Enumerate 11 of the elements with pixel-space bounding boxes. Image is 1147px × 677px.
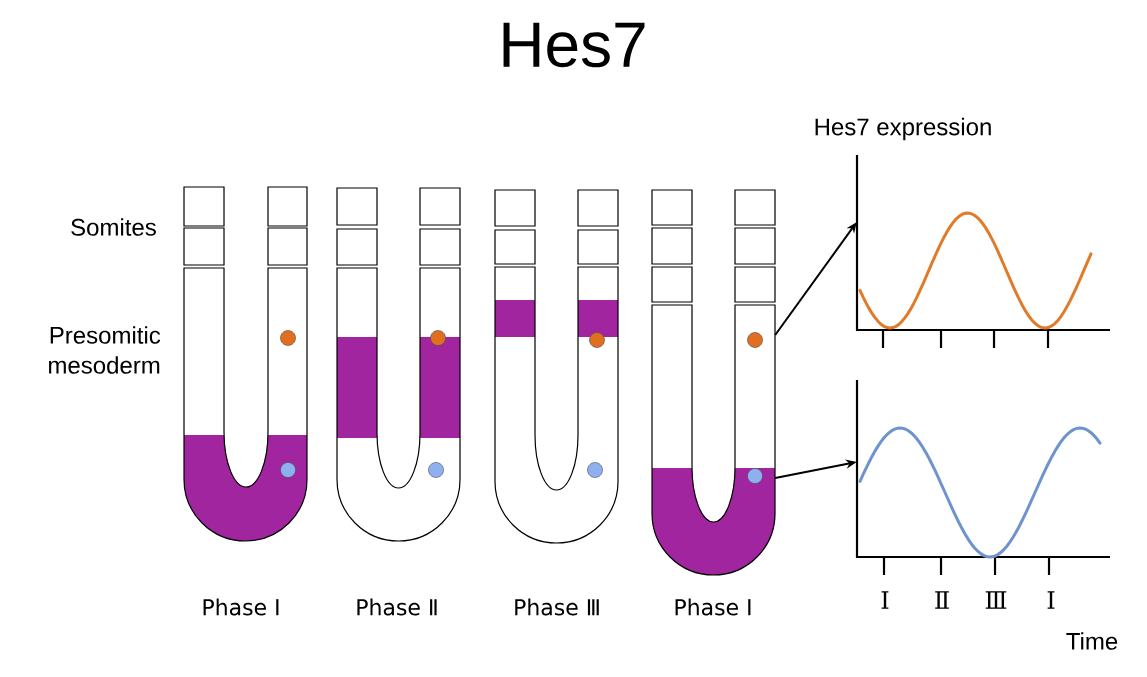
- line-plot-drawing: [855, 380, 1110, 575]
- embryo-tube-drawing: [651, 189, 776, 576]
- embryo-tube-drawing: [183, 186, 308, 542]
- embryo-tube-drawing: [336, 187, 461, 542]
- phase-label: Phase Ⅱ: [357, 598, 437, 616]
- row-label: Presomitic mesoderm: [49, 326, 161, 374]
- phase-label: Phase Ⅰ: [203, 598, 279, 616]
- title: Hes7: [503, 22, 645, 68]
- phase-label: Phase Ⅲ: [515, 598, 599, 616]
- embryo-tube-drawing: [494, 189, 619, 544]
- line-plot-drawing: [855, 155, 1110, 348]
